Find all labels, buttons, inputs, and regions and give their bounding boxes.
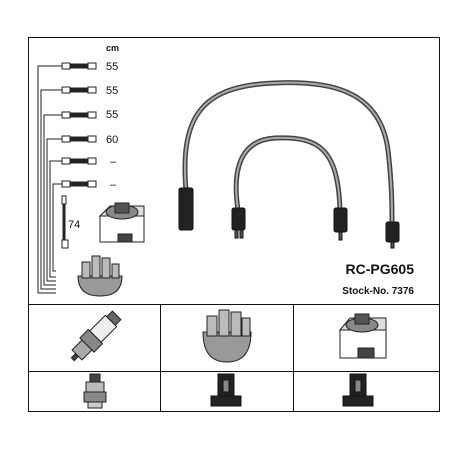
frame-lines: [28, 37, 440, 412]
cable-4-icon: [61, 135, 97, 143]
cable-connectors: [178, 187, 400, 249]
coil-boot-icon: [178, 187, 194, 231]
ignition-coil-icon: [338, 313, 387, 359]
cable-icons: [61, 62, 97, 249]
spark-plug-icon: [70, 310, 122, 362]
cable-length: 60: [106, 134, 118, 146]
plug-boot-icon: [83, 373, 107, 409]
cable-1-icon: [61, 62, 97, 70]
cable-bracket: [37, 65, 62, 294]
product-model: RC-PG605: [346, 261, 415, 277]
cable-length: 55: [106, 61, 118, 73]
plug-boot-icon: [385, 221, 400, 249]
coil-lead-icon: [61, 195, 69, 249]
cable-2-icon: [61, 86, 97, 94]
cap-terminal-icon: [210, 373, 242, 407]
distributor-cap-icon: [202, 309, 252, 363]
unit-label: cm: [106, 43, 119, 53]
cable-length: –: [110, 156, 117, 168]
extra-cable-length: 74: [68, 219, 80, 231]
cable-6-icon: [61, 180, 97, 188]
coil-terminal-icon: [342, 373, 374, 407]
cable-length: 55: [106, 109, 118, 121]
product-stock-number: Stock-No. 7376: [342, 286, 414, 297]
cable-3-icon: [61, 111, 97, 119]
cable-length: –: [110, 179, 117, 191]
ignition-coil-small-icon: [98, 202, 145, 243]
cable-5-icon: [61, 157, 97, 165]
distributor-cap-small-icon: [77, 255, 123, 297]
plug-boot-icon: [333, 207, 348, 241]
cable-set-illustration: [182, 80, 395, 228]
cable-length: 55: [106, 85, 118, 97]
plug-boot-icon: [231, 207, 246, 239]
